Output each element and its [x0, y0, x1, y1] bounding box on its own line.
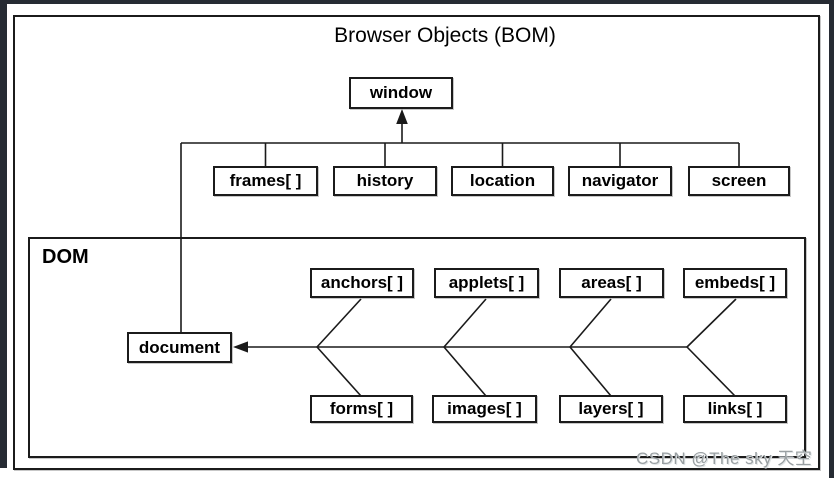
node-embeds: embeds[ ] [683, 268, 787, 298]
background-strip-right [829, 0, 834, 478]
node-layers: layers[ ] [559, 395, 663, 423]
node-history: history [333, 166, 437, 196]
node-forms: forms[ ] [310, 395, 413, 423]
diagram-outer-frame [13, 15, 820, 470]
node-navigator: navigator [568, 166, 672, 196]
diagram-title: Browser Objects (BOM) [334, 24, 556, 47]
csdn-watermark: CSDN @The sky 天空 [636, 449, 813, 468]
node-document: document [127, 332, 232, 363]
node-images: images[ ] [432, 395, 537, 423]
node-location: location [451, 166, 554, 196]
dom-container-frame [28, 237, 806, 458]
background-strip-top [0, 0, 834, 4]
node-areas: areas[ ] [559, 268, 664, 298]
node-anchors: anchors[ ] [310, 268, 414, 298]
background-strip-left [0, 0, 7, 468]
node-applets: applets[ ] [434, 268, 539, 298]
node-window: window [349, 77, 453, 109]
node-frames: frames[ ] [213, 166, 318, 196]
node-links: links[ ] [683, 395, 787, 423]
node-screen: screen [688, 166, 790, 196]
dom-label: DOM [42, 246, 89, 268]
